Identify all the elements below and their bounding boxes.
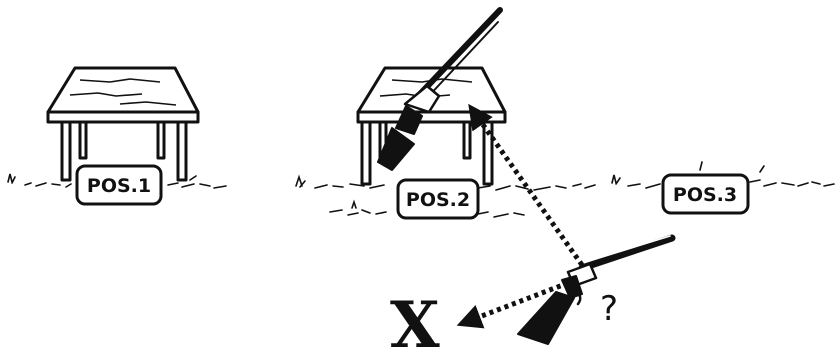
- pos-label-3: POS.3: [663, 175, 748, 213]
- table-1: [48, 68, 198, 180]
- pos-label-3-text: POS.3: [673, 184, 737, 206]
- question-mark: ?: [600, 289, 618, 329]
- shotgun-icon: [518, 236, 672, 344]
- pos-label-2: POS.2: [398, 180, 478, 218]
- ground-middle-right: [296, 162, 834, 217]
- pos-label-2-text: POS.2: [406, 189, 470, 211]
- x-mark: X: [390, 288, 440, 356]
- pos-label-1-text: POS.1: [87, 175, 151, 197]
- pos-label-1: POS.1: [77, 166, 161, 204]
